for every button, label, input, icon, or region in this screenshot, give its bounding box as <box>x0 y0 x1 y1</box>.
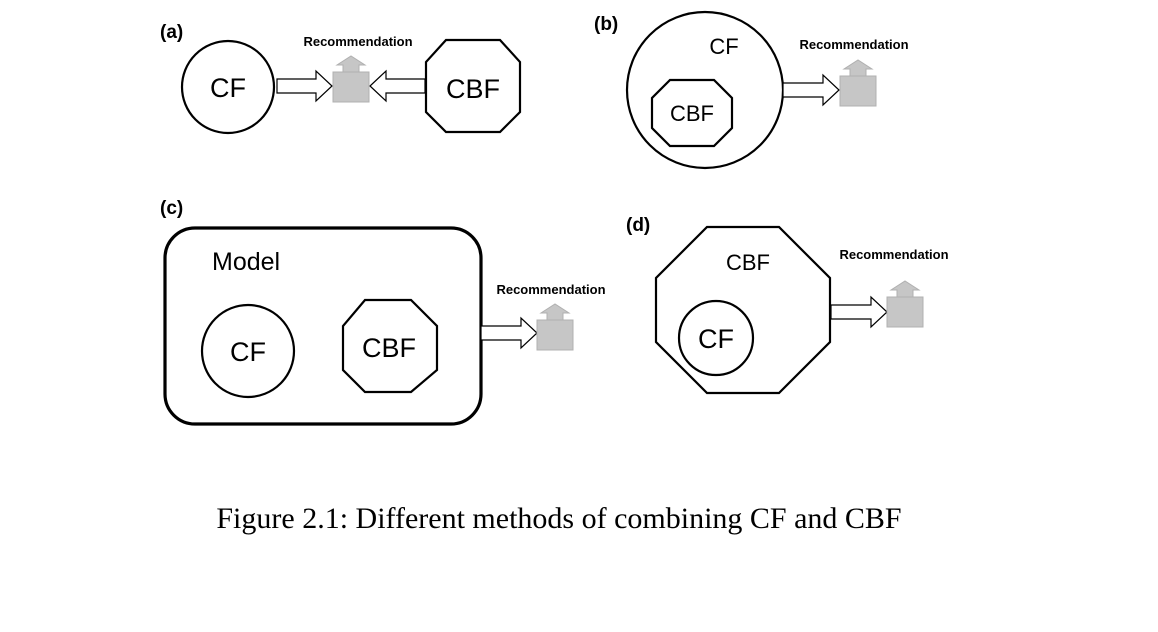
cf-label: CF <box>698 324 734 354</box>
output-arrow <box>782 73 840 107</box>
cbf-to-item-arrow <box>369 69 426 103</box>
recommendation-item-icon <box>536 303 574 351</box>
cf-label: CF <box>210 73 246 103</box>
recommendation-label: Recommendation <box>496 282 605 297</box>
panel-c: (c) Model CF CBF Recommendation <box>160 198 606 426</box>
recommendation-label: Recommendation <box>303 34 412 49</box>
panel-a: (a) CF CBF Recommendation <box>160 22 522 135</box>
panel-c-label: (c) <box>160 198 183 219</box>
panel-a-label: (a) <box>160 22 183 43</box>
panel-d: (d) CBF CF Recommendation <box>626 215 949 395</box>
cf-circle <box>180 39 276 135</box>
recommendation-item-icon <box>332 55 370 103</box>
cf-inner-circle <box>677 299 755 377</box>
model-label: Model <box>212 248 280 276</box>
cbf-octagon <box>424 38 522 134</box>
panel-b: (b) CF CBF Recommendation <box>594 10 909 170</box>
output-arrow <box>830 295 888 329</box>
panel-b-label: (b) <box>594 14 618 35</box>
panel-d-label: (d) <box>626 215 650 236</box>
cf-label: CF <box>709 34 738 59</box>
cbf-label: CBF <box>362 333 416 363</box>
recommendation-item-icon <box>886 280 924 328</box>
recommendation-label: Recommendation <box>839 247 948 262</box>
cbf-label: CBF <box>670 101 714 126</box>
recommendation-item-icon <box>839 59 877 107</box>
cbf-octagon <box>341 298 439 394</box>
cf-to-item-arrow <box>276 69 333 103</box>
cbf-inner-octagon <box>650 78 734 148</box>
cbf-label: CBF <box>726 250 770 275</box>
recommendation-label: Recommendation <box>799 37 908 52</box>
cf-label: CF <box>230 337 266 367</box>
cf-circle <box>200 303 296 399</box>
figure-caption: Figure 2.1: Different methods of combini… <box>216 502 902 535</box>
output-arrow <box>480 316 538 350</box>
cbf-label: CBF <box>446 74 500 104</box>
